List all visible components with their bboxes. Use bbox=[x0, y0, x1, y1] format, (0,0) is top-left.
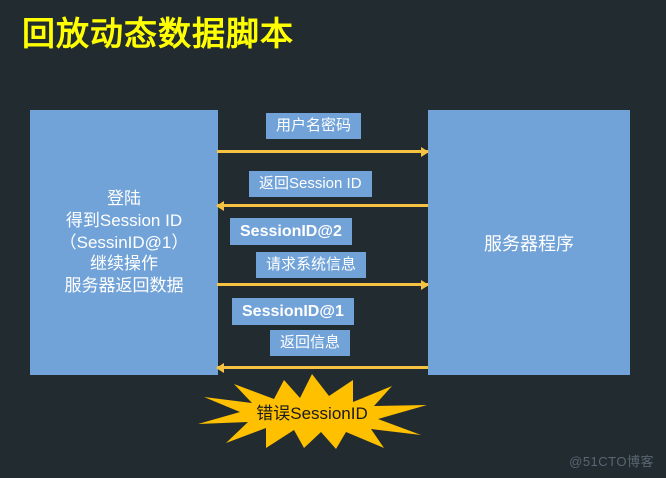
message-arrow-return-info bbox=[216, 362, 428, 373]
client-step-server-returns-data: 服务器返回数据 bbox=[64, 276, 184, 296]
error-callout-starburst: 错误SessionID bbox=[196, 372, 428, 450]
starburst-shape-icon bbox=[198, 374, 427, 449]
arrowhead-left-icon bbox=[216, 200, 224, 211]
client-step-get-session-id: 得到Session ID bbox=[65, 210, 183, 230]
message-arrow-username-password bbox=[217, 146, 429, 157]
arrowhead-right-icon bbox=[421, 146, 429, 157]
annotation-session-id-2: SessionID@2 bbox=[230, 218, 352, 245]
client-step-session-id-value: （SessinID@1） bbox=[59, 232, 189, 252]
client-actor-box: 登陆 得到Session ID （SessinID@1） 继续操作 服务器返回数… bbox=[30, 110, 218, 375]
message-arrow-request-system-info bbox=[217, 279, 429, 290]
client-step-continue-operation: 继续操作 bbox=[90, 254, 158, 274]
client-step-login: 登陆 bbox=[107, 189, 141, 209]
arrowhead-left-icon bbox=[216, 362, 224, 373]
server-actor-label: 服务器程序 bbox=[484, 233, 574, 254]
watermark-label: @51CTO博客 bbox=[569, 454, 654, 469]
annotation-session-id-1: SessionID@1 bbox=[232, 298, 354, 325]
message-label-return-session-id: 返回Session ID bbox=[249, 171, 372, 197]
server-actor-box: 服务器程序 bbox=[428, 110, 630, 375]
message-label-request-system-info: 请求系统信息 bbox=[256, 252, 367, 278]
message-arrow-return-session-id bbox=[216, 200, 428, 211]
message-label-username-password: 用户名密码 bbox=[266, 113, 362, 139]
page-title: 回放动态数据脚本 bbox=[22, 15, 294, 52]
arrowhead-right-icon bbox=[421, 279, 429, 290]
message-label-return-info: 返回信息 bbox=[270, 330, 351, 356]
